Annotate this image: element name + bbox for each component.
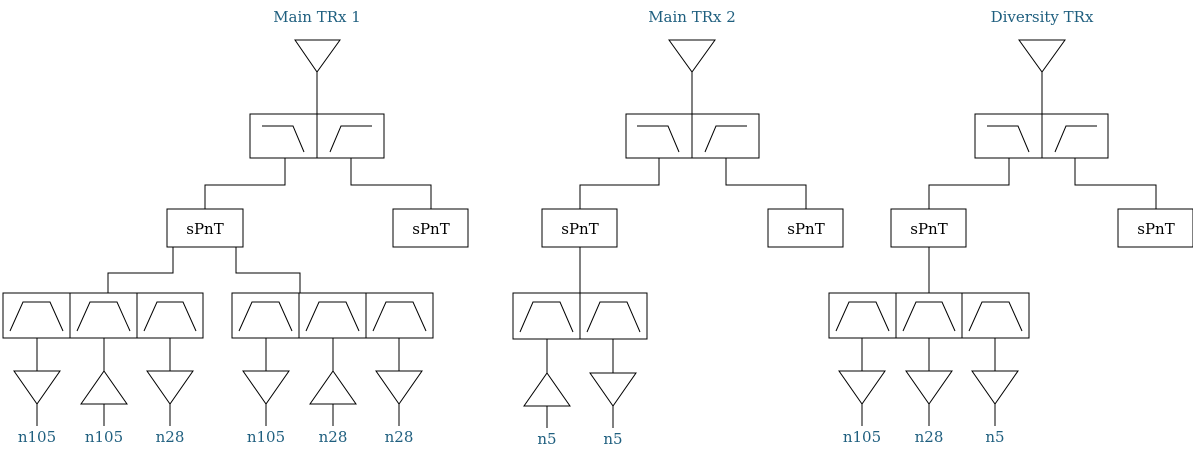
- amplifier-down-icon: [242, 370, 290, 405]
- diversity-trx-title: Diversity TRx: [991, 8, 1094, 26]
- spnt-diversity-left: sPnT: [890, 208, 967, 248]
- antenna-icon: [668, 39, 716, 114]
- band-label: n105: [843, 428, 881, 446]
- band-label: n5: [537, 430, 556, 448]
- spnt-label: sPnT: [186, 220, 223, 238]
- band-label: n28: [385, 428, 414, 446]
- spnt-label: sPnT: [787, 220, 824, 238]
- band-label: n28: [319, 428, 348, 446]
- band-labels-main-2: n5 n5: [537, 430, 622, 448]
- band-label: n105: [85, 428, 123, 446]
- main-trx-1-section: Main TRx 1 sPnT sPnT: [2, 8, 469, 446]
- diplexer-branch-lines: [204, 158, 432, 209]
- spnt-label: sPnT: [561, 220, 598, 238]
- amplifier-down-icon: [905, 370, 953, 405]
- amplifier-down-icon: [971, 370, 1019, 405]
- amplifier-up-icon: [523, 372, 571, 407]
- band-label: n105: [18, 428, 56, 446]
- amplifier-up-icon: [80, 370, 128, 405]
- spnt-main-2-left: sPnT: [541, 208, 618, 248]
- diplexer-branch-lines: [579, 158, 807, 209]
- bandpass-bank-main-2: [512, 292, 648, 340]
- bandpass-filter-icon: [519, 301, 574, 333]
- spnt-label: sPnT: [412, 220, 449, 238]
- bandpass-filter-icon: [372, 301, 427, 332]
- amplifier-down-icon: [589, 372, 637, 407]
- band-label: n5: [985, 428, 1004, 446]
- lowpass-filter-icon: [262, 125, 305, 153]
- antenna-icon: [1018, 39, 1066, 114]
- lowpass-filter-icon: [987, 125, 1030, 153]
- bandpass-filter-icon: [968, 301, 1023, 332]
- diplexer-main-1: [249, 113, 385, 159]
- diplexer-diversity: [974, 113, 1109, 159]
- spnt-branch-lines: [107, 247, 301, 293]
- amplifier-down-icon: [13, 370, 61, 405]
- amplifier-down-icon: [146, 370, 194, 405]
- diplexer-branch-lines: [928, 158, 1157, 209]
- highpass-filter-icon: [329, 125, 372, 153]
- band-labels-main-1: n105 n105 n28 n105 n28 n28: [18, 428, 414, 446]
- bandpass-filter-icon: [902, 301, 956, 332]
- spnt-label: sPnT: [910, 220, 947, 238]
- spnt-diversity-right: sPnT: [1117, 208, 1193, 248]
- bandpass-bank-main-1a: [2, 292, 204, 339]
- spnt-label: sPnT: [1137, 220, 1174, 238]
- band-label: n105: [247, 428, 285, 446]
- bandpass-filter-icon: [9, 301, 64, 332]
- spnt-main-2-right: sPnT: [767, 208, 844, 248]
- amplifier-down-icon: [838, 370, 886, 405]
- bandpass-bank-main-1b: [231, 292, 434, 339]
- bandpass-filter-icon: [143, 301, 197, 332]
- band-labels-diversity: n105 n28 n5: [843, 428, 1005, 446]
- highpass-filter-icon: [1054, 125, 1097, 153]
- amplifiers-main-1: [13, 338, 423, 426]
- bandpass-filter-icon: [238, 301, 293, 332]
- band-label: n5: [603, 430, 622, 448]
- bandpass-filter-icon: [586, 301, 641, 333]
- antenna-icon: [294, 39, 341, 114]
- bandpass-bank-diversity: [828, 292, 1030, 339]
- diversity-trx-section: Diversity TRx sPnT sPnT: [828, 8, 1193, 446]
- lowpass-filter-icon: [637, 125, 680, 153]
- amplifiers-diversity: [838, 338, 1019, 426]
- diplexer-main-2: [625, 113, 760, 159]
- spnt-main-1-left: sPnT: [166, 208, 244, 248]
- band-label: n28: [915, 428, 944, 446]
- spnt-main-1-right: sPnT: [392, 208, 469, 248]
- bandpass-filter-icon: [76, 301, 131, 332]
- amplifier-down-icon: [375, 370, 423, 405]
- bandpass-filter-icon: [835, 301, 890, 332]
- band-label: n28: [156, 428, 185, 446]
- amplifier-up-icon: [309, 370, 357, 405]
- highpass-filter-icon: [704, 125, 747, 153]
- bandpass-filter-icon: [305, 301, 360, 332]
- amplifiers-main-2: [523, 339, 637, 428]
- main-trx-2-section: Main TRx 2 sPnT sPnT: [512, 8, 844, 448]
- main-trx-2-title: Main TRx 2: [648, 8, 736, 26]
- main-trx-1-title: Main TRx 1: [273, 8, 361, 26]
